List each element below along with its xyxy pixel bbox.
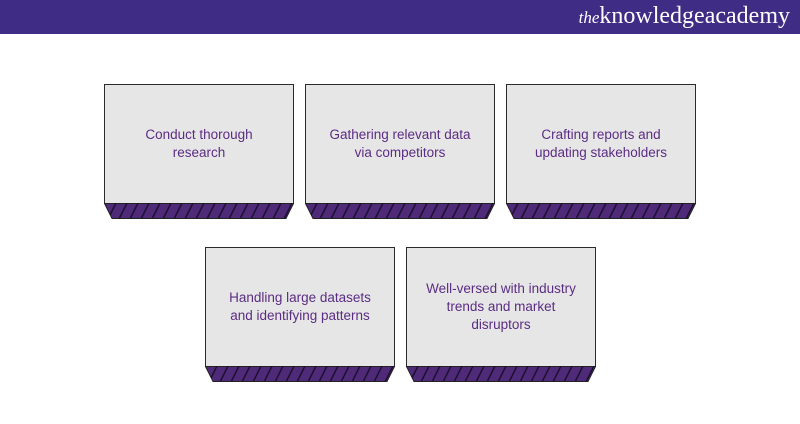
hatched-base (506, 203, 696, 219)
hatched-base (406, 366, 596, 382)
card-research: Conduct thorough research (104, 84, 294, 219)
card-reports: Crafting reports and updating stakeholde… (506, 84, 696, 219)
brand-logo[interactable]: theknowledgeacademy (579, 3, 790, 30)
card-label: Crafting reports and updating stakeholde… (534, 127, 668, 160)
card-competitor-data: Gathering relevant data via competitors (305, 84, 495, 219)
card-datasets: Handling large datasets and identifying … (205, 247, 395, 382)
card-label: Gathering relevant data via competitors (329, 127, 471, 160)
card-industry-trends: Well-versed with industry trends and mar… (406, 247, 596, 382)
header-bar: theknowledgeacademy (0, 0, 800, 34)
logo-prefix: the (578, 8, 600, 27)
hatched-base (305, 203, 495, 219)
card-label: Well-versed with industry trends and mar… (426, 281, 576, 332)
logo-main: knowledgeacademy (599, 3, 790, 29)
hatched-base (205, 366, 395, 382)
hatched-base (104, 203, 294, 219)
card-label: Conduct thorough research (145, 127, 253, 160)
card-label: Handling large datasets and identifying … (229, 290, 371, 323)
